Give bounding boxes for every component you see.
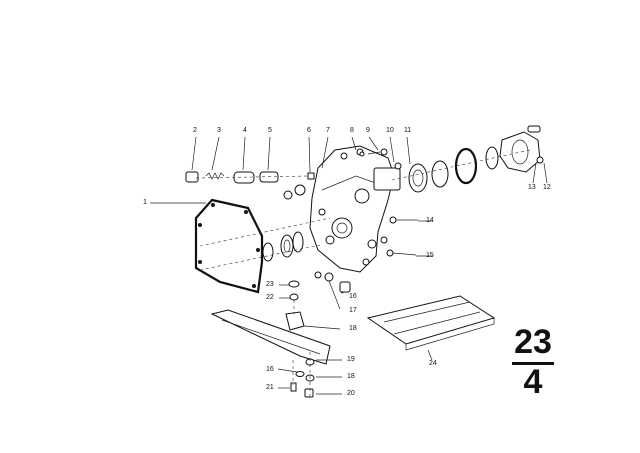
page-number-top: 23 — [514, 323, 552, 361]
callout-15: 15 — [426, 252, 434, 259]
left-bearings — [262, 231, 304, 262]
callout-9: 9 — [366, 127, 370, 134]
callout-7: 7 — [326, 127, 330, 134]
callout-1: 1 — [143, 199, 147, 206]
callout-17: 17 — [349, 307, 357, 314]
callout-21: 21 — [266, 384, 274, 391]
housing-part — [309, 145, 401, 273]
callout-16-upper: 16 — [349, 293, 357, 300]
callout-3: 3 — [217, 127, 221, 134]
callout-8: 8 — [350, 127, 354, 134]
page-number-bottom: 4 — [523, 363, 543, 401]
gasket-part — [194, 198, 264, 294]
callout-22: 22 — [266, 294, 274, 301]
callout-23: 23 — [266, 281, 274, 288]
leader-lines — [150, 136, 548, 395]
callout-12: 12 — [543, 184, 551, 191]
callout-19: 19 — [347, 356, 355, 363]
callout-14: 14 — [426, 217, 434, 224]
callout-2: 2 — [193, 127, 197, 134]
callout-5: 5 — [268, 127, 272, 134]
callout-16-lower: 16 — [266, 366, 274, 373]
bolts-right — [380, 216, 418, 257]
callout-11: 11 — [404, 127, 412, 134]
page-number-divider — [512, 362, 554, 365]
callout-18-lower: 18 — [347, 373, 355, 380]
shield-plate — [366, 295, 496, 351]
callout-18-upper: 18 — [349, 325, 357, 332]
callout-6: 6 — [307, 127, 311, 134]
callout-4: 4 — [243, 127, 247, 134]
callout-13: 13 — [528, 184, 536, 191]
mount-parts — [210, 271, 351, 398]
right-side-parts — [359, 125, 544, 193]
assembly-lines — [195, 149, 531, 400]
callout-20: 20 — [347, 390, 355, 397]
callout-24: 24 — [429, 360, 437, 367]
callout-10: 10 — [386, 127, 394, 134]
